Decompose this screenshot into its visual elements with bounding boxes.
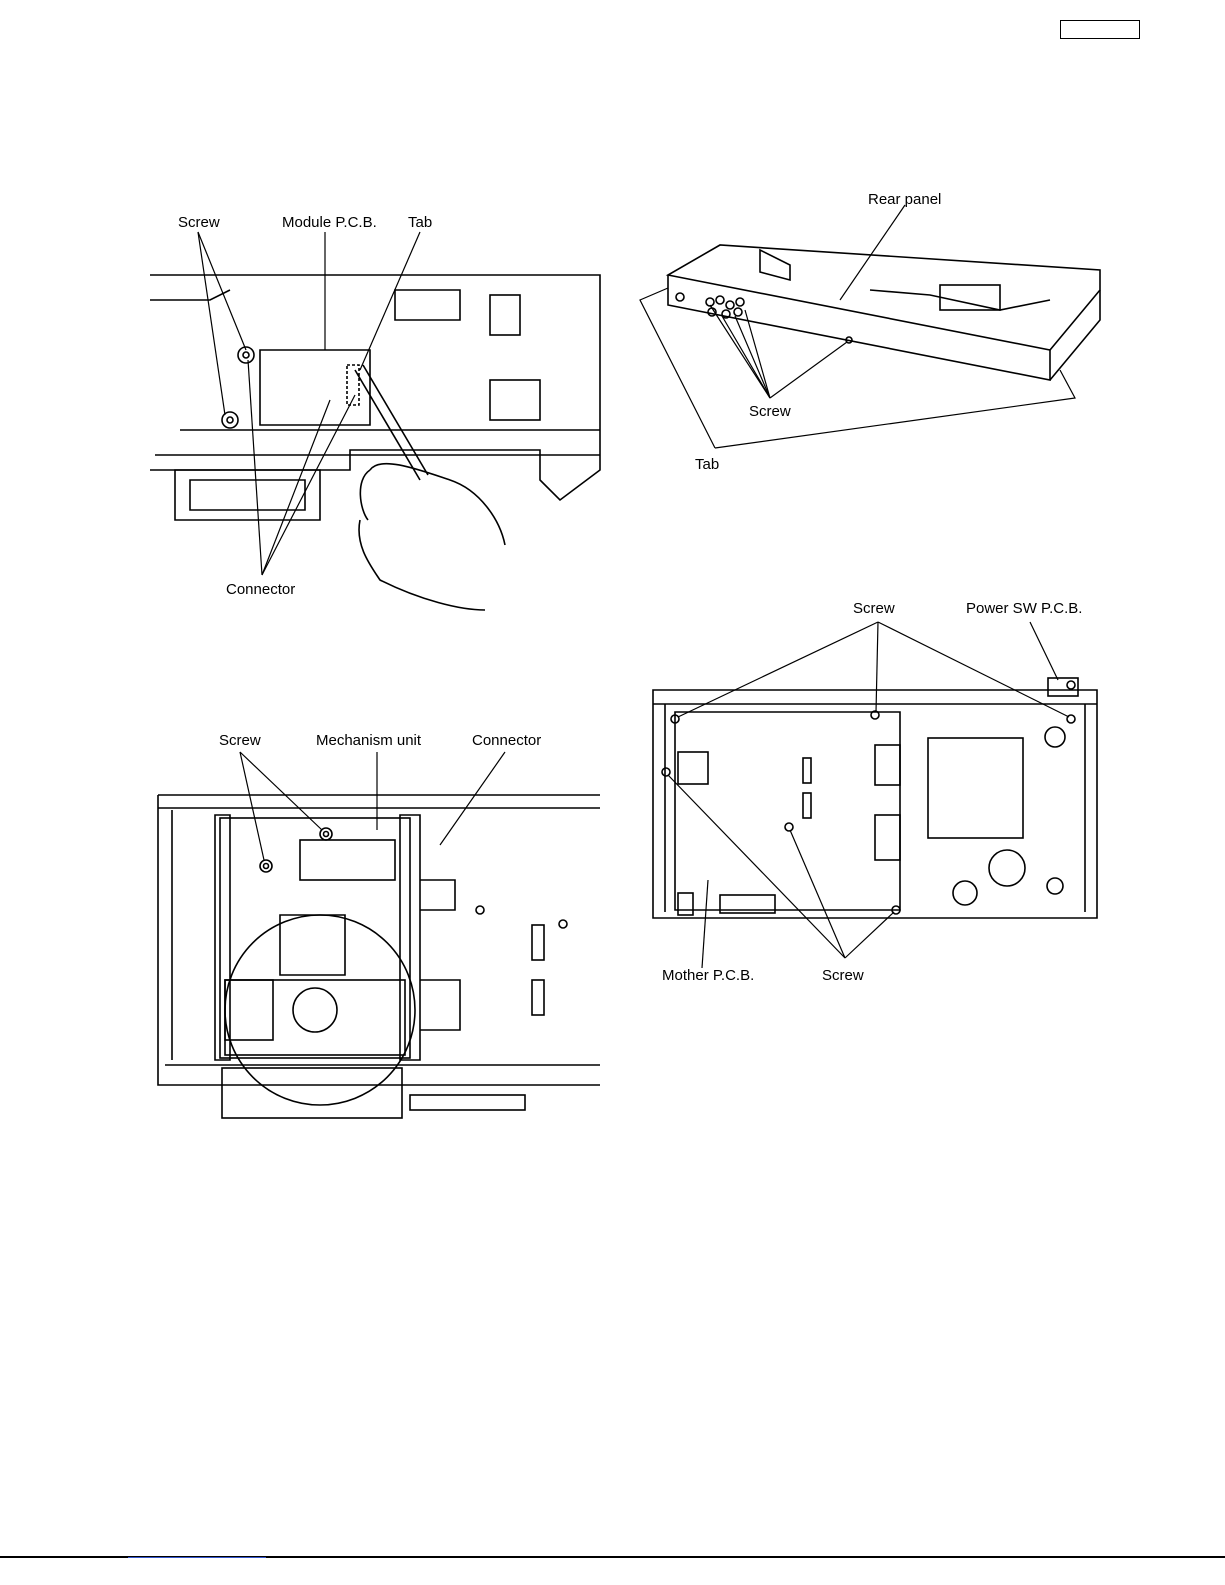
- mother-screw-top-label: Screw: [853, 600, 895, 617]
- mother-screw-bottom-label: Screw: [822, 967, 864, 984]
- mother-pcb-label: Mother P.C.B.: [662, 967, 754, 984]
- footer-link-underline[interactable]: [128, 1557, 266, 1558]
- mother-pcb-drawing: [0, 0, 1225, 1000]
- power-sw-pcb-label: Power SW P.C.B.: [966, 600, 1082, 617]
